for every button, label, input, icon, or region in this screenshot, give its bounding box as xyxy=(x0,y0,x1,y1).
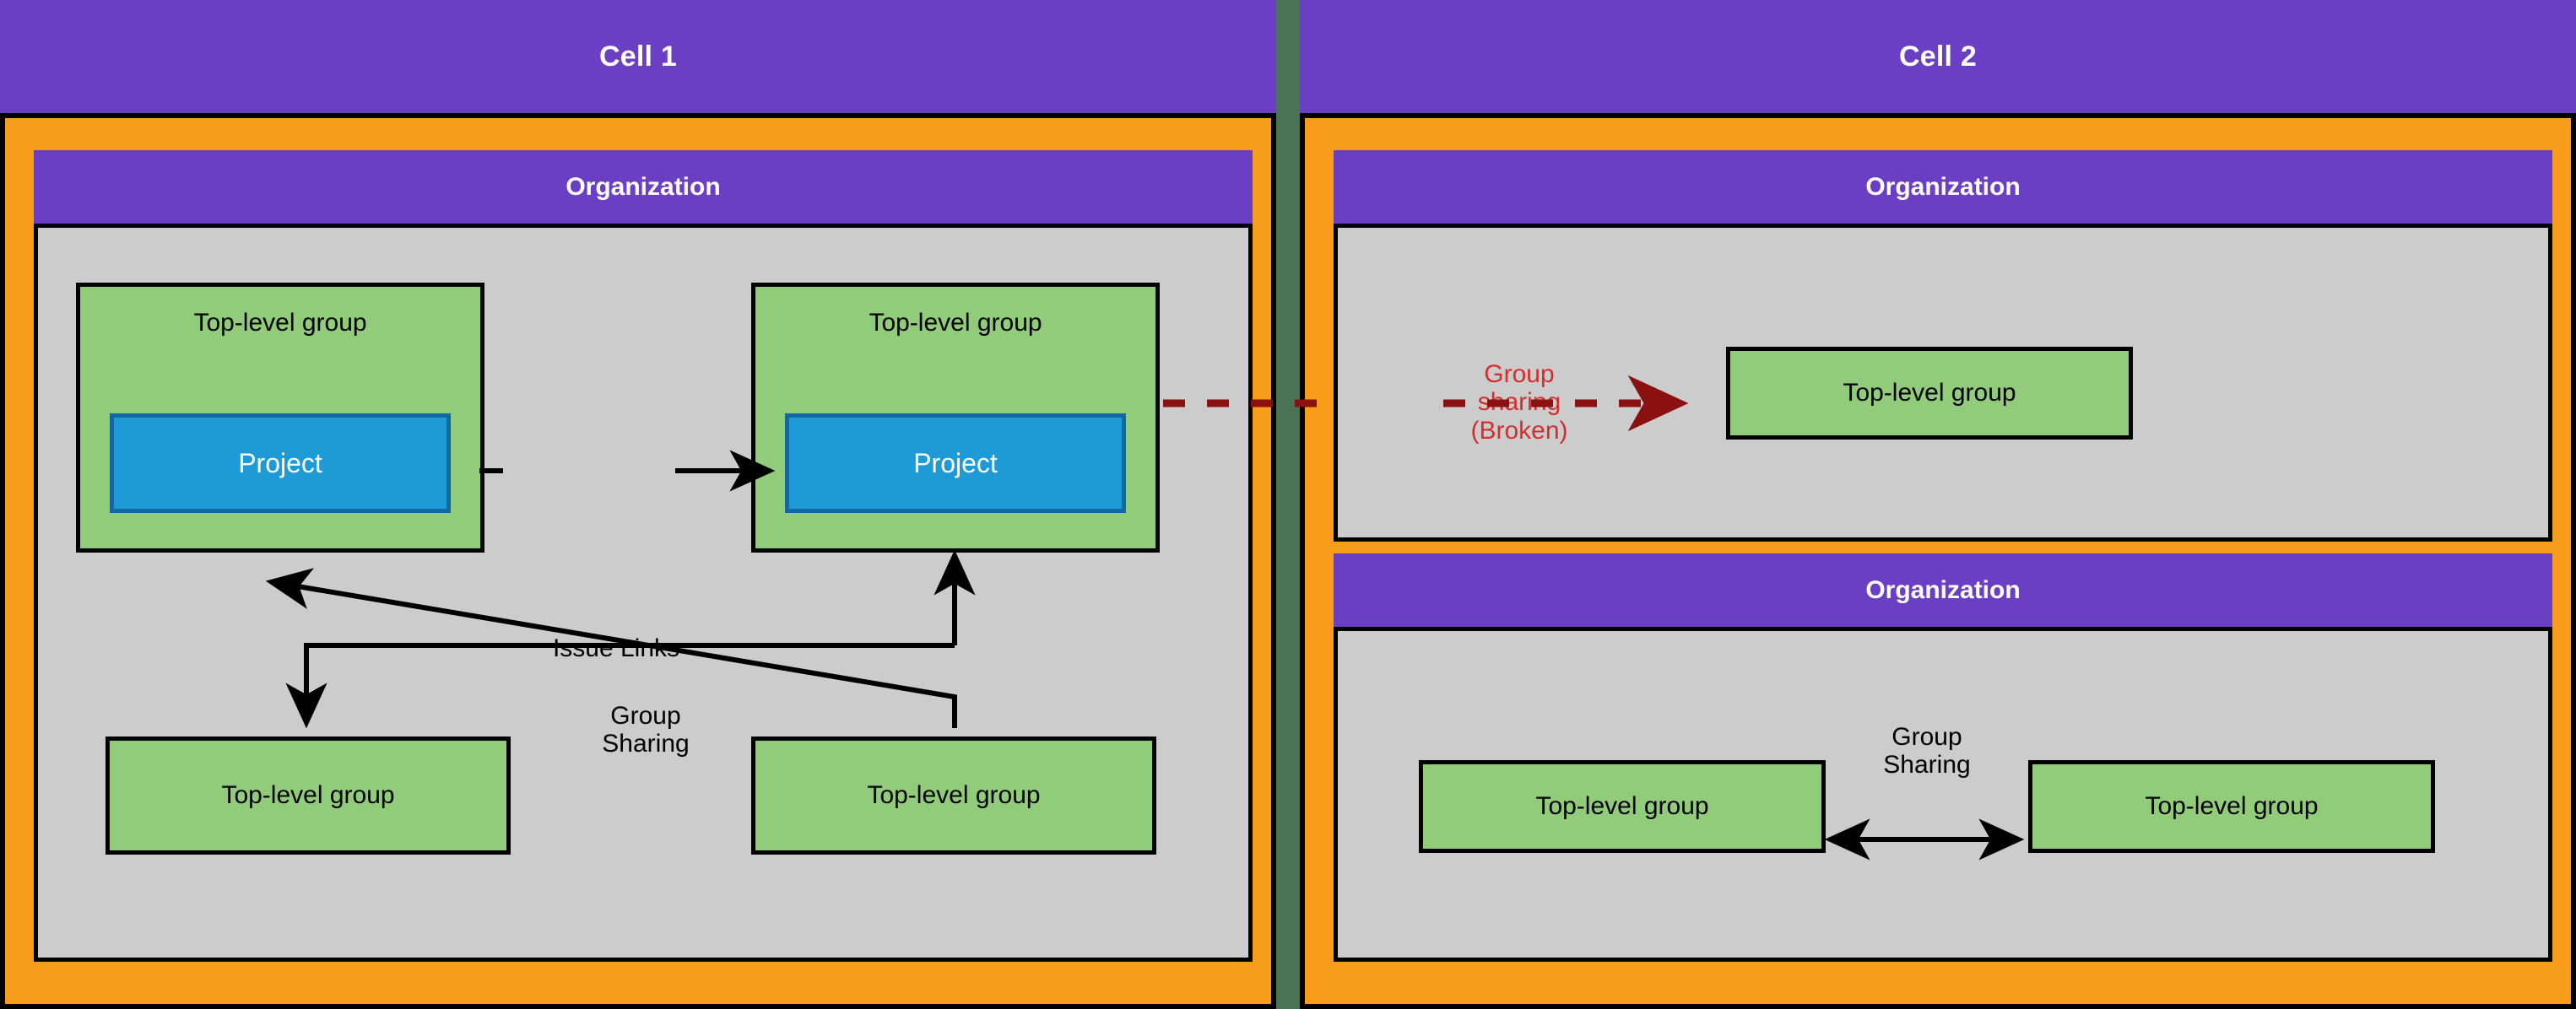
cell1-project-left: Project xyxy=(110,413,451,513)
group-label: Top-level group xyxy=(193,309,367,337)
cell-1-title: Cell 1 xyxy=(599,40,677,73)
edge-label-group-sharing: Group Sharing xyxy=(602,701,690,758)
project-label: Project xyxy=(238,447,322,478)
cell-1-container: Cell 1 Organization Top-level group Proj… xyxy=(0,0,1276,1009)
cell2-org1-header: Organization xyxy=(1334,150,2552,228)
cell2-org2-group-left: Top-level group xyxy=(1419,760,1826,853)
group-label: Top-level group xyxy=(2145,792,2319,820)
group-label: Top-level group xyxy=(221,781,395,809)
cell-1-header: Cell 1 xyxy=(0,0,1276,118)
cell-2-title: Cell 2 xyxy=(1899,40,1977,73)
cell1-org1-container: Organization Top-level group Project Top… xyxy=(34,150,1253,962)
edge-label-issue-links: Issue Links xyxy=(552,634,680,662)
cell2-org1-container: Organization Top-level group Group shari… xyxy=(1334,150,2552,542)
cell2-org1-title: Organization xyxy=(1865,172,2021,201)
group-label: Top-level group xyxy=(1843,379,2016,407)
group-label: Top-level group xyxy=(869,309,1042,337)
cell2-org1-group: Top-level group xyxy=(1726,347,2133,440)
group-label: Top-level group xyxy=(1535,792,1709,820)
cell1-org1-header: Organization xyxy=(34,150,1253,228)
cell1-org1-title: Organization xyxy=(566,172,721,201)
cell2-org2-header: Organization xyxy=(1334,553,2552,631)
cell2-org2-title: Organization xyxy=(1865,575,2021,604)
edge-label-group-sharing-c2: Group Sharing xyxy=(1883,722,1971,780)
cell1-group-bottom-left: Top-level group xyxy=(106,737,511,855)
cell2-org2-group-right: Top-level group xyxy=(2028,760,2435,853)
cell1-group-bottom-right: Top-level group xyxy=(751,737,1156,855)
group-label: Top-level group xyxy=(867,781,1041,809)
cell2-org2-container: Organization Top-level group Top-level g… xyxy=(1334,553,2552,962)
edge-label-group-sharing-broken: Group sharing (Broken) xyxy=(1470,359,1568,445)
cell-2-header: Cell 2 xyxy=(1300,0,2576,118)
project-label: Project xyxy=(913,447,998,478)
cell-2-container: Cell 2 Organization Top-level group Grou… xyxy=(1300,0,2576,1009)
cell1-project-right: Project xyxy=(785,413,1126,513)
